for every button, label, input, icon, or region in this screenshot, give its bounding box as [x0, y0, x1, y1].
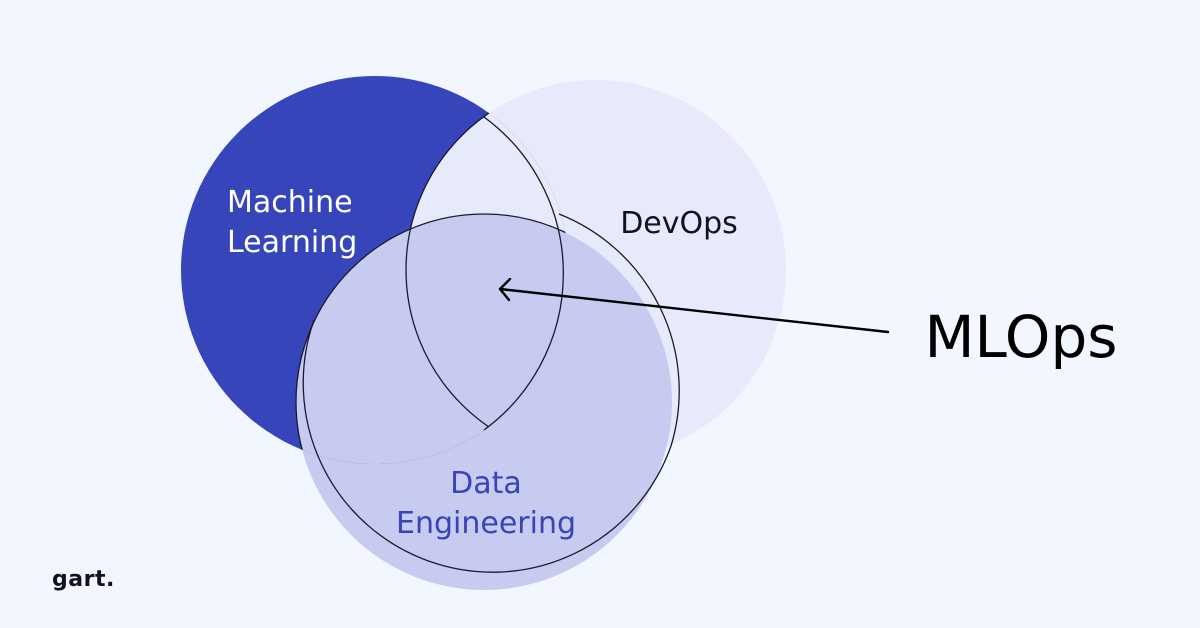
data-engineering-outline-arc: [302, 319, 672, 573]
machine-learning-label-line1: Machine: [227, 185, 353, 220]
ml-outline-arc: [483, 116, 565, 431]
devops-label: DevOps: [620, 206, 738, 241]
machine-learning-label-line2: Learning: [227, 225, 357, 260]
mlops-arrow: [498, 277, 890, 334]
ml-data-engineering-overlap: [296, 214, 569, 464]
devops-outline: [405, 79, 569, 461]
data-engineering-label-line1: Data: [450, 466, 522, 501]
brand-logo: gart.: [52, 567, 115, 592]
devops-outline-arc: [558, 213, 680, 447]
data-engineering-label-line2: Engineering: [396, 506, 576, 541]
mlops-label: MLOps: [925, 303, 1118, 371]
data-engineering-outline: [295, 213, 569, 464]
